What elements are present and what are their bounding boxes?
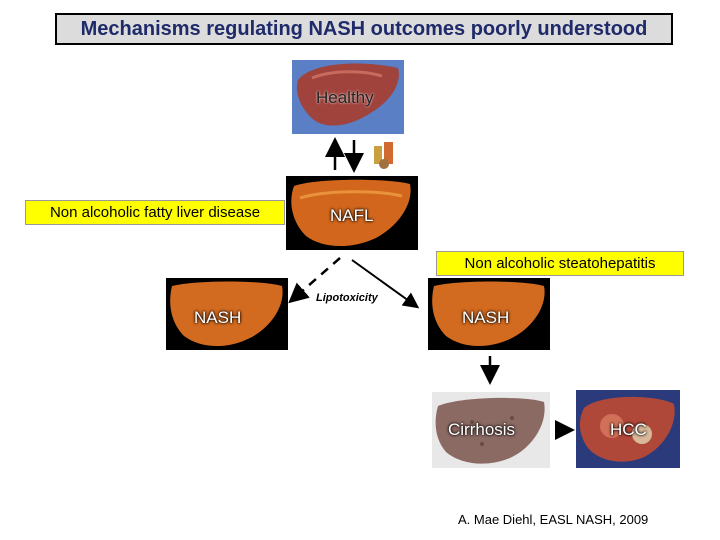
nash-left-liver-image: [166, 278, 288, 350]
nash-right-liver-image: [428, 278, 550, 350]
healthy-liver-image: [292, 60, 404, 134]
liver-graphic: [296, 63, 399, 126]
slide-title: Mechanisms regulating NASH outcomes poor…: [55, 13, 673, 45]
junk-food-icon: [372, 138, 396, 170]
node-healthy-label: Healthy: [316, 88, 374, 107]
arrow-nash-right: [351, 259, 420, 309]
nafld-callout: Non alcoholic fatty liver disease: [25, 200, 285, 225]
node-hcc-label: HCC: [610, 420, 647, 439]
node-cirrhosis-label: Cirrhosis: [448, 420, 516, 439]
arrow-dashed-nash-left: [288, 257, 341, 304]
citation: A. Mae Diehl, EASL NASH, 2009: [458, 512, 649, 527]
nash-definition-callout: Non alcoholic steatohepatitis: [436, 251, 684, 276]
cirrhosis-liver-image: [432, 392, 550, 468]
nafl-liver-image: [286, 176, 418, 250]
hcc-liver-image: [576, 390, 680, 468]
node-nafl-label: NAFL: [330, 206, 374, 225]
node-nash-left-label: NASH: [194, 308, 242, 327]
lipotoxicity-label: Lipotoxicity: [316, 292, 378, 304]
node-nash-right-label: NASH: [462, 308, 510, 327]
